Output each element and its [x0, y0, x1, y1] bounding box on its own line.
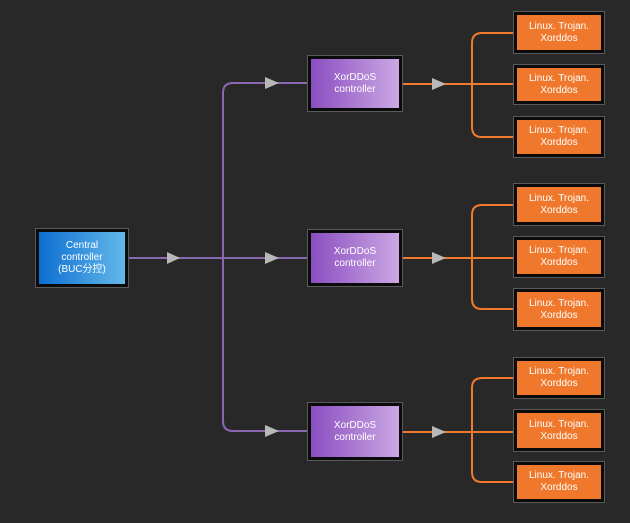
- central-connector: [128, 82, 308, 432]
- trojan-bot-label: Linux. Trojan. Xorddos: [528, 366, 590, 389]
- arrowhead-controller-3: [265, 425, 279, 437]
- trojan-bot-label: Linux. Trojan. Xorddos: [528, 418, 590, 442]
- xorddos-controller-node: XorDDoS controller: [307, 55, 403, 112]
- arrowhead-controller-2: [265, 252, 279, 264]
- trojan-bot-label: Linux. Trojan. Xorddos: [528, 125, 590, 148]
- trojan-bot-label: Linux. Trojan. Xorddos: [528, 20, 590, 44]
- central-controller-label: Central controller (BUC分控): [58, 240, 106, 275]
- arrowhead-bots-3: [432, 426, 446, 438]
- trojan-bot-node: Linux. Trojan. Xorddos: [513, 236, 605, 278]
- trojan-bot-label: Linux. Trojan. Xorddos: [528, 470, 590, 493]
- arrowhead-bots-2: [432, 252, 446, 264]
- trojan-bot-node: Linux. Trojan. Xorddos: [513, 461, 605, 503]
- trojan-bot-label: Linux. Trojan. Xorddos: [528, 245, 590, 268]
- arrowhead-central: [167, 252, 180, 264]
- xorddos-controller-node: XorDDoS controller: [307, 229, 403, 287]
- arrowhead-controller-1: [265, 77, 279, 89]
- trojan-bot-node: Linux. Trojan. Xorddos: [513, 409, 605, 452]
- trojan-bot-node: Linux. Trojan. Xorddos: [513, 357, 605, 399]
- trojan-bot-label: Linux. Trojan. Xorddos: [528, 192, 590, 216]
- trojan-bot-label: Linux. Trojan. Xorddos: [528, 72, 590, 96]
- xorddos-controller-label: XorDDoS controller: [333, 71, 377, 95]
- xorddos-controller-node: XorDDoS controller: [307, 402, 403, 461]
- bot-connector-group-3: [402, 377, 514, 483]
- central-controller-node: Central controller (BUC分控): [35, 228, 129, 288]
- xorddos-controller-label: XorDDoS controller: [333, 246, 377, 269]
- xorddos-controller-label: XorDDoS controller: [333, 419, 377, 443]
- trojan-bot-node: Linux. Trojan. Xorddos: [513, 183, 605, 226]
- bot-connector-group-2: [402, 204, 514, 310]
- bot-connector-group-1: [402, 32, 514, 138]
- trojan-bot-node: Linux. Trojan. Xorddos: [513, 116, 605, 158]
- arrowhead-bots-1: [432, 78, 446, 90]
- trojan-bot-label: Linux. Trojan. Xorddos: [528, 297, 590, 321]
- trojan-bot-node: Linux. Trojan. Xorddos: [513, 288, 605, 331]
- trojan-bot-node: Linux. Trojan. Xorddos: [513, 64, 605, 105]
- trojan-bot-node: Linux. Trojan. Xorddos: [513, 11, 605, 54]
